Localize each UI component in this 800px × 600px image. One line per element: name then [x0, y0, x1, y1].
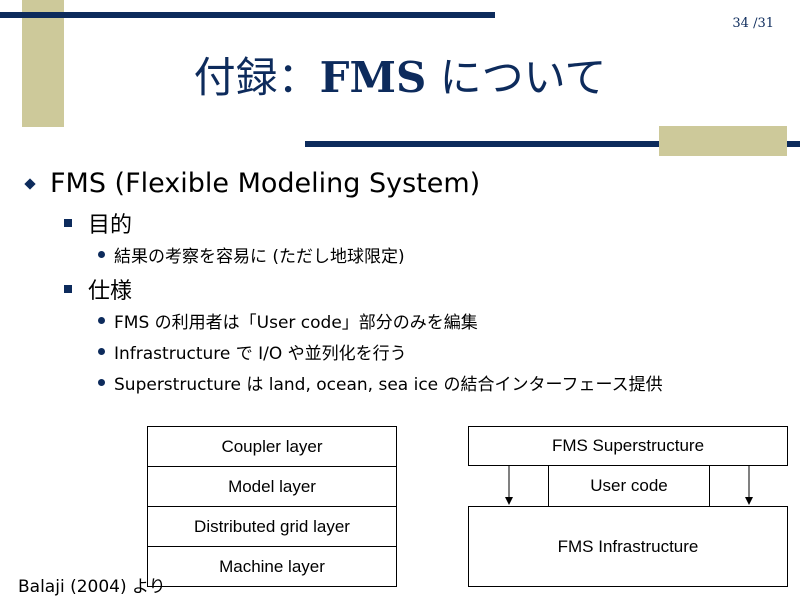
dot-bullet-icon	[98, 251, 105, 258]
bullet-purpose: 目的	[64, 207, 132, 239]
user-code-label: User code	[590, 476, 668, 495]
title-suffix: について	[426, 53, 607, 102]
layer-box-distributed-grid: Distributed grid layer	[147, 506, 397, 547]
dot-bullet-icon	[98, 379, 105, 386]
bullet-spec-item-text: FMS の利用者は「User code」部分のみを編集	[114, 313, 478, 333]
bullet-spec-heading: 仕様	[88, 279, 133, 304]
title-prefix: 付録：	[193, 53, 320, 102]
down-arrow-left-icon	[505, 466, 513, 505]
source-caption: Balaji (2004) より	[18, 577, 166, 597]
tan-accent-block-right	[659, 126, 787, 156]
tan-accent-block-left	[22, 0, 64, 127]
slide-title: 付録：FMS について	[0, 44, 800, 105]
square-bullet-icon	[64, 219, 72, 227]
bullet-spec-item-text: Superstructure は land, ocean, sea ice の結…	[114, 375, 663, 395]
dot-bullet-icon	[98, 317, 105, 324]
bullet-purpose-item-text: 結果の考察を容易に (ただし地球限定)	[114, 247, 405, 267]
fms-infrastructure-label: FMS Infrastructure	[557, 536, 699, 556]
navy-rule-top	[0, 12, 495, 18]
layer-label: Machine layer	[219, 556, 325, 576]
bullet-spec-item: Superstructure は land, ocean, sea ice の結…	[98, 370, 663, 395]
fms-superstructure-box: FMS Superstructure	[468, 426, 788, 466]
bullet-spec-item: Infrastructure で I/O や並列化を行う	[98, 339, 407, 364]
layer-label: Model layer	[228, 476, 316, 496]
bullet-spec-item: FMS の利用者は「User code」部分のみを編集	[98, 308, 478, 333]
title-ascii: FMS	[319, 53, 427, 102]
fms-infrastructure-box: FMS Infrastructure	[468, 506, 788, 587]
page-number: 34 /31	[732, 16, 774, 31]
bullet-main-text: FMS (Flexible Modeling System)	[50, 168, 481, 199]
navy-rule-middle	[305, 141, 800, 147]
user-code-box: User code	[548, 465, 710, 507]
bullet-spec: 仕様	[64, 273, 132, 305]
bullet-purpose-item: 結果の考察を容易に (ただし地球限定)	[98, 242, 405, 267]
bullet-spec-item-text: Infrastructure で I/O や並列化を行う	[114, 344, 407, 364]
dot-bullet-icon	[98, 348, 105, 355]
bullet-purpose-heading: 目的	[88, 213, 133, 238]
layer-box-machine: Machine layer	[147, 546, 397, 587]
square-bullet-icon	[64, 285, 72, 293]
down-arrow-right-icon	[745, 466, 753, 505]
layer-label: Distributed grid layer	[194, 516, 350, 536]
bullet-main: FMS (Flexible Modeling System)	[24, 168, 481, 199]
layer-label: Coupler layer	[221, 436, 323, 456]
fms-superstructure-label: FMS Superstructure	[551, 436, 705, 455]
